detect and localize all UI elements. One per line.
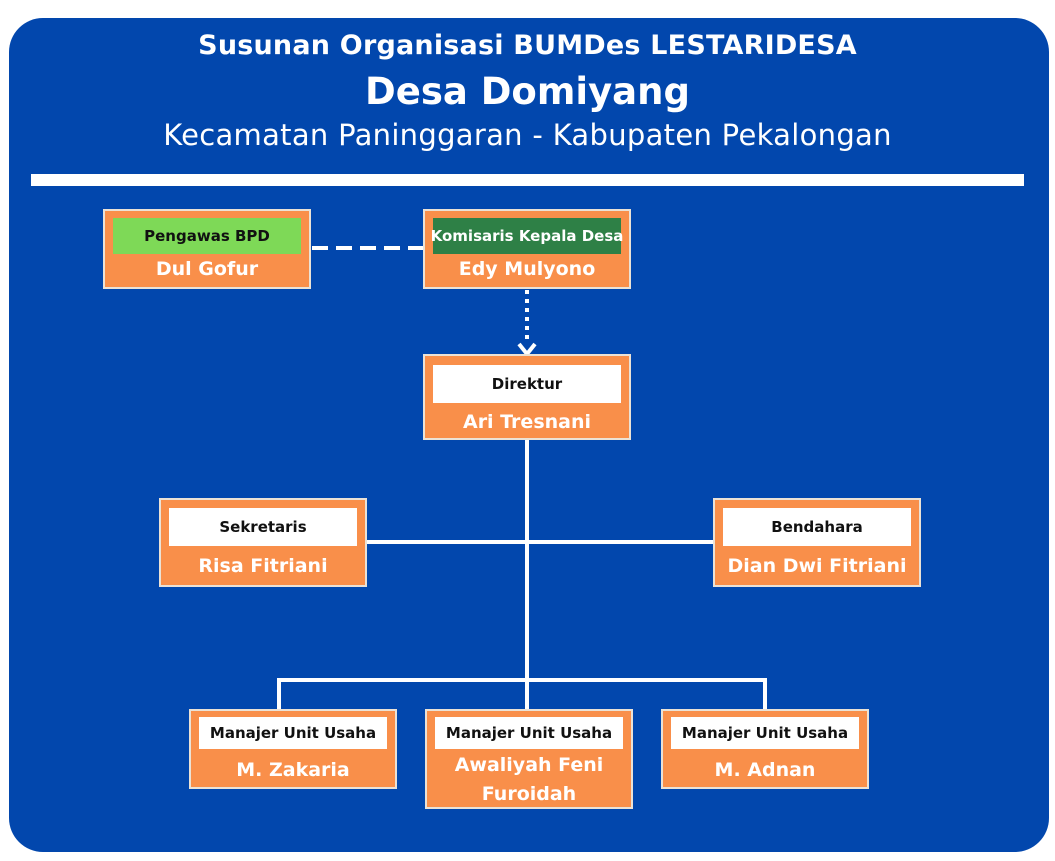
sekretaris-name: Risa Fitriani bbox=[198, 555, 328, 577]
title-divider bbox=[31, 174, 1024, 186]
manajer-name-1: M. Zakaria bbox=[236, 759, 350, 781]
pengawas-name: Dul Gofur bbox=[155, 258, 259, 280]
manajer-box-3: Manajer Unit Usaha M. Adnan bbox=[661, 709, 869, 789]
sekretaris-role: Sekretaris bbox=[169, 508, 357, 546]
manajer-role-2: Manajer Unit Usaha bbox=[435, 717, 623, 749]
komisaris-name: Edy Mulyono bbox=[458, 258, 596, 280]
location-subtitle: Kecamatan Paninggaran - Kabupaten Pekalo… bbox=[163, 118, 892, 152]
komisaris-role: Komisaris Kepala Desa bbox=[431, 218, 623, 254]
direktur-box: Direktur Ari Tresnani bbox=[423, 354, 631, 440]
pengawas-box: Pengawas BPD Dul Gofur bbox=[103, 209, 311, 289]
village-name: Desa Domiyang bbox=[365, 70, 690, 113]
direktur-role: Direktur bbox=[433, 365, 621, 403]
komisaris-box: Komisaris Kepala Desa Edy Mulyono bbox=[423, 209, 631, 289]
bendahara-name: Dian Dwi Fitriani bbox=[727, 555, 907, 577]
bendahara-box: Bendahara Dian Dwi Fitriani bbox=[713, 498, 921, 587]
manajer-role-1: Manajer Unit Usaha bbox=[199, 717, 387, 749]
manajer-box-2: Manajer Unit Usaha Awaliyah Feni Furoida… bbox=[425, 709, 633, 809]
manajer-name-2: Awaliyah Feni Furoidah bbox=[454, 754, 604, 805]
manager-branch-line bbox=[277, 678, 767, 710]
pengawas-role: Pengawas BPD bbox=[113, 218, 301, 254]
sekretaris-box: Sekretaris Risa Fitriani bbox=[159, 498, 367, 587]
arrow-head-icon bbox=[517, 342, 537, 356]
manajer-name-3: M. Adnan bbox=[714, 759, 816, 781]
manajer-box-1: Manajer Unit Usaha M. Zakaria bbox=[189, 709, 397, 789]
chart-title: Susunan Organisasi BUMDes LESTARIDESA bbox=[198, 30, 857, 61]
bendahara-role: Bendahara bbox=[723, 508, 911, 546]
manajer-role-3: Manajer Unit Usaha bbox=[671, 717, 859, 749]
direktur-name: Ari Tresnani bbox=[462, 411, 592, 433]
